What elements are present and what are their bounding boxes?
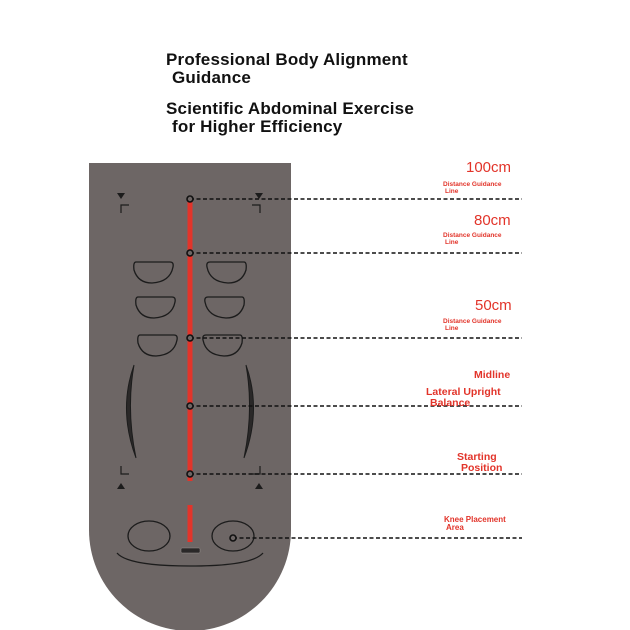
distance-label-50cm: 50cm [475, 297, 512, 314]
triangle-icon-bottom-right [255, 483, 263, 489]
knee-placement-label-line1: Knee Placement [444, 515, 506, 524]
lateral-balance-label-line1: Lateral Upright [426, 386, 501, 398]
triangle-icon-top-left [117, 193, 125, 199]
heading-body-alignment: Professional Body Alignment Guidance [166, 51, 408, 87]
hand-pad-left-2 [135, 296, 176, 319]
distance-caption-100cm: Distance Guidance Line [443, 181, 502, 195]
center-midline-lower-segment [187, 505, 193, 542]
heading-abdominal-exercise-line2: for Higher Efficiency [172, 117, 343, 136]
triangle-icon-bottom-left [117, 483, 125, 489]
corner-marker-bottom-right [252, 466, 261, 475]
distance-caption-80cm-line2: Line [445, 239, 459, 246]
distance-caption-80cm-line1: Distance Guidance [443, 232, 502, 239]
distance-label-100cm: 100cm [466, 159, 512, 176]
hand-pad-right-1 [206, 261, 247, 284]
distance-caption-50cm: Distance Guidance Line [443, 318, 502, 332]
knee-pad-left [127, 520, 171, 552]
heading-abdominal-exercise: Scientific Abdominal Exercise for Higher… [166, 100, 414, 136]
knee-pad-right [211, 520, 255, 552]
knee-placement-label-line2: Area [446, 523, 464, 532]
hand-pad-right-3 [202, 334, 243, 357]
corner-marker-top-left [120, 204, 129, 213]
lateral-balance-label: Lateral Upright Balance [426, 387, 501, 409]
starting-position-label-line1: Starting [457, 451, 497, 463]
distance-caption-50cm-line1: Distance Guidance [443, 318, 502, 325]
distance-caption-50cm-line2: Line [445, 325, 459, 332]
brand-logo-badge [180, 547, 201, 554]
distance-caption-80cm: Distance Guidance Line [443, 232, 502, 246]
guide-dot-100cm [186, 195, 194, 203]
foot-curve-guide [116, 552, 264, 567]
heading-body-alignment-line2: Guidance [172, 68, 252, 87]
corner-marker-top-right [252, 204, 261, 213]
midline-label: Midline [474, 369, 511, 381]
heading-body-alignment-line1: Professional Body Alignment [166, 50, 408, 69]
lateral-balance-guide-right [243, 364, 254, 459]
distance-caption-100cm-line1: Distance Guidance [443, 181, 502, 188]
heading-abdominal-exercise-line1: Scientific Abdominal Exercise [166, 99, 414, 118]
knee-placement-label: Knee Placement Area [444, 516, 506, 532]
starting-position-label: Starting Position [457, 452, 502, 474]
lateral-balance-guide-left [126, 364, 137, 459]
guide-dot-80cm [186, 249, 194, 257]
guide-dot-lateral-balance [186, 402, 194, 410]
hand-pad-right-2 [204, 296, 245, 319]
lateral-balance-label-line2: Balance [430, 397, 471, 409]
hand-pad-left-3 [137, 334, 178, 357]
triangle-icon-top-right [255, 193, 263, 199]
corner-marker-bottom-left [120, 466, 129, 475]
guide-dot-starting-position [186, 470, 194, 478]
distance-label-80cm: 80cm [474, 212, 511, 229]
hand-pad-left-1 [133, 261, 174, 284]
starting-position-label-line2: Position [461, 462, 503, 474]
distance-caption-100cm-line2: Line [445, 188, 459, 195]
guide-dot-50cm [186, 334, 194, 342]
guide-dot-knee-placement [229, 534, 237, 542]
